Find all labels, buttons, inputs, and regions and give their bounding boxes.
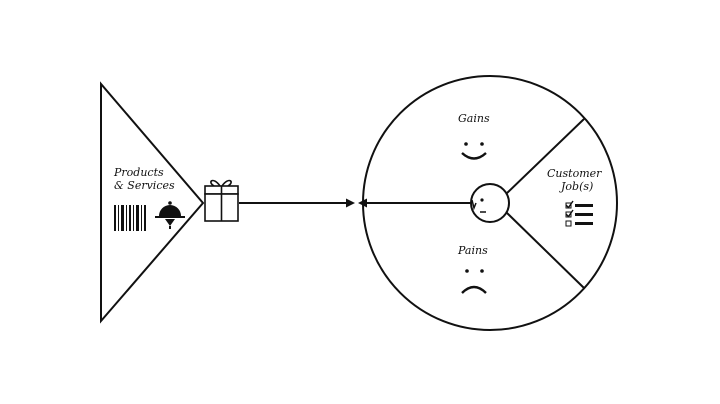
products-label-line2: & Services [114, 179, 175, 192]
divider-upper [505, 118, 585, 195]
customer-jobs-label-line2: Job(s) [561, 180, 594, 193]
pains-label: Pains [458, 244, 488, 257]
checklist-icon [565, 200, 593, 227]
products-label-line1: Products [114, 166, 164, 179]
gains-label: Gains [458, 112, 490, 125]
customer-profile-circle [362, 75, 618, 331]
value-map-triangle [100, 81, 205, 324]
cloche-icon [155, 201, 185, 229]
smile-icon [461, 142, 487, 160]
frown-icon [461, 269, 487, 294]
customer-head-icon [470, 183, 510, 223]
right-arrowhead [346, 198, 355, 208]
divider-lower [505, 211, 585, 289]
gift-icon [204, 179, 239, 222]
barcode-icon [114, 205, 146, 231]
customer-jobs-label-line1: Customer [547, 167, 602, 180]
